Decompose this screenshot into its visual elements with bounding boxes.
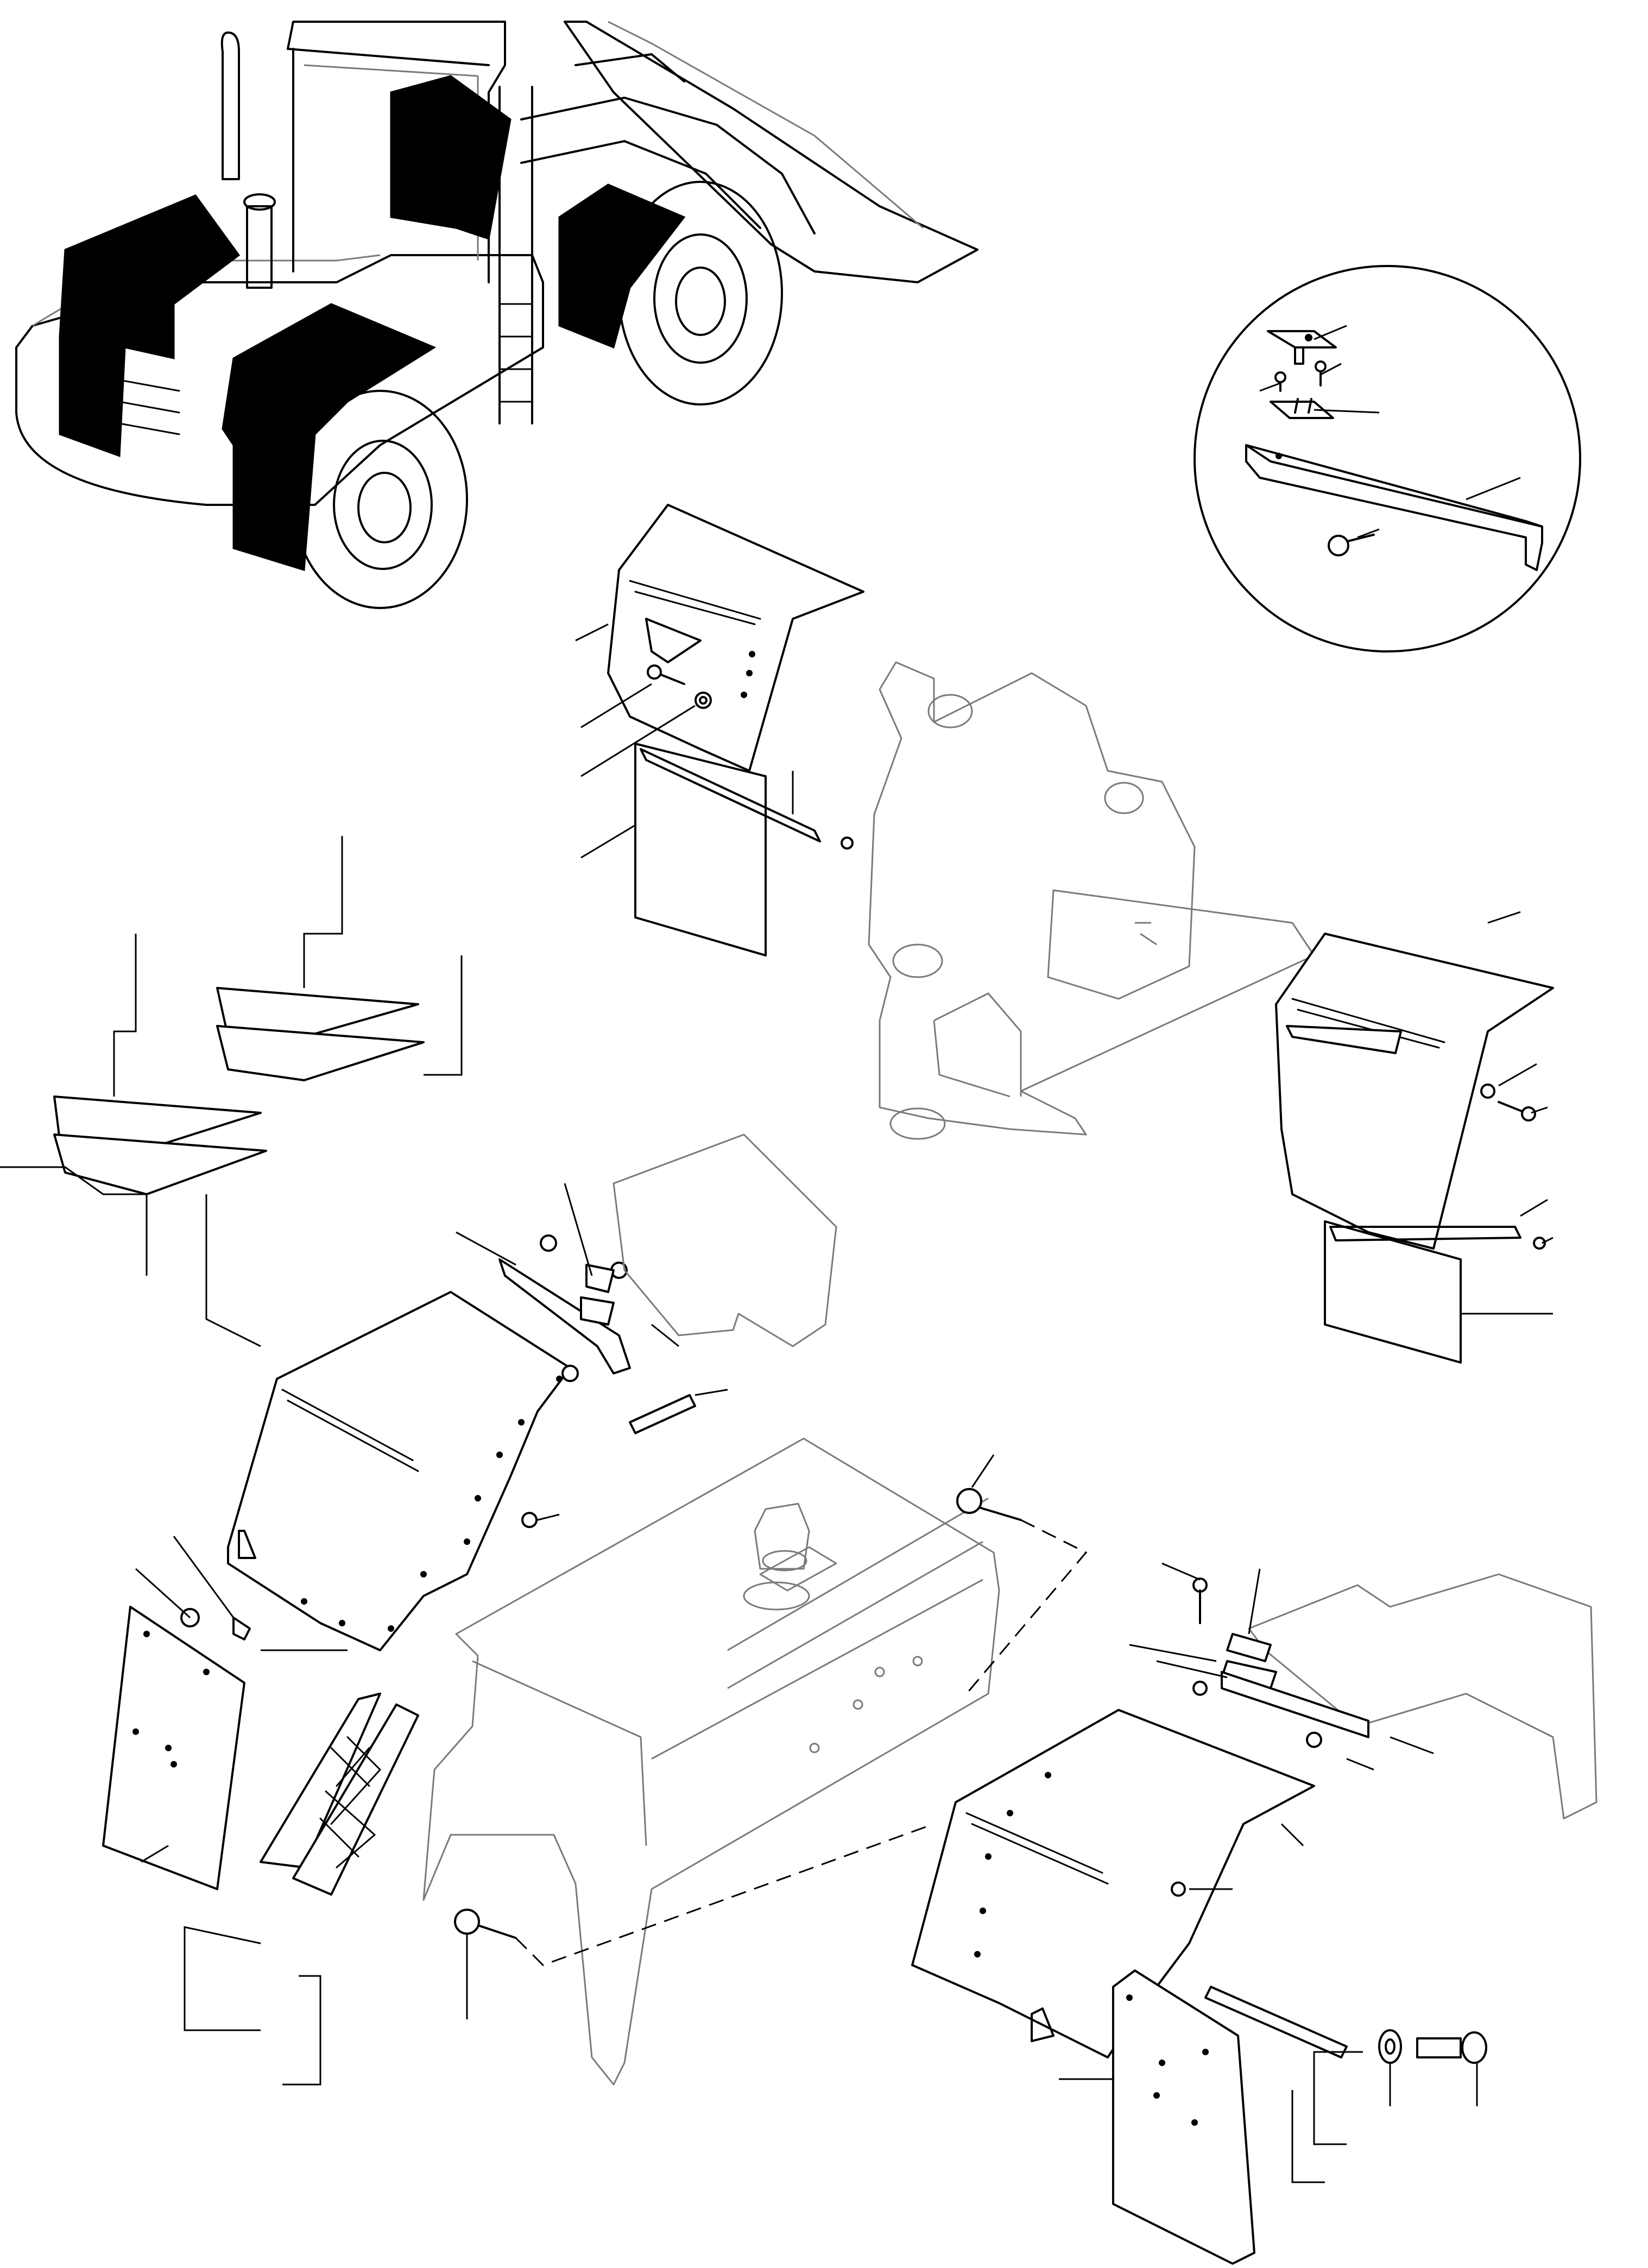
front-right-fender-highlight xyxy=(558,183,686,349)
rear-frame-box xyxy=(422,1437,1088,2086)
rear-right-fender-highlight xyxy=(222,303,437,571)
detail-circle xyxy=(1194,265,1581,652)
rear-left-fender xyxy=(227,1133,837,1651)
rear-left-mudflap xyxy=(102,1536,348,1890)
wheel-loader-overview xyxy=(15,21,978,609)
front-frame xyxy=(868,661,1315,1140)
rear-left-fender-highlight xyxy=(59,194,241,458)
rear-right-fender xyxy=(911,1562,1598,2058)
front-right-fender-assembly xyxy=(1275,911,1554,1364)
rear-right-mudflap xyxy=(1059,1969,1487,2265)
rear-left-reflector-panel xyxy=(184,1693,419,2086)
rear-left-side-panels xyxy=(0,836,463,1347)
front-left-fender-assembly xyxy=(575,504,864,956)
front-left-fender-highlight xyxy=(390,75,512,240)
